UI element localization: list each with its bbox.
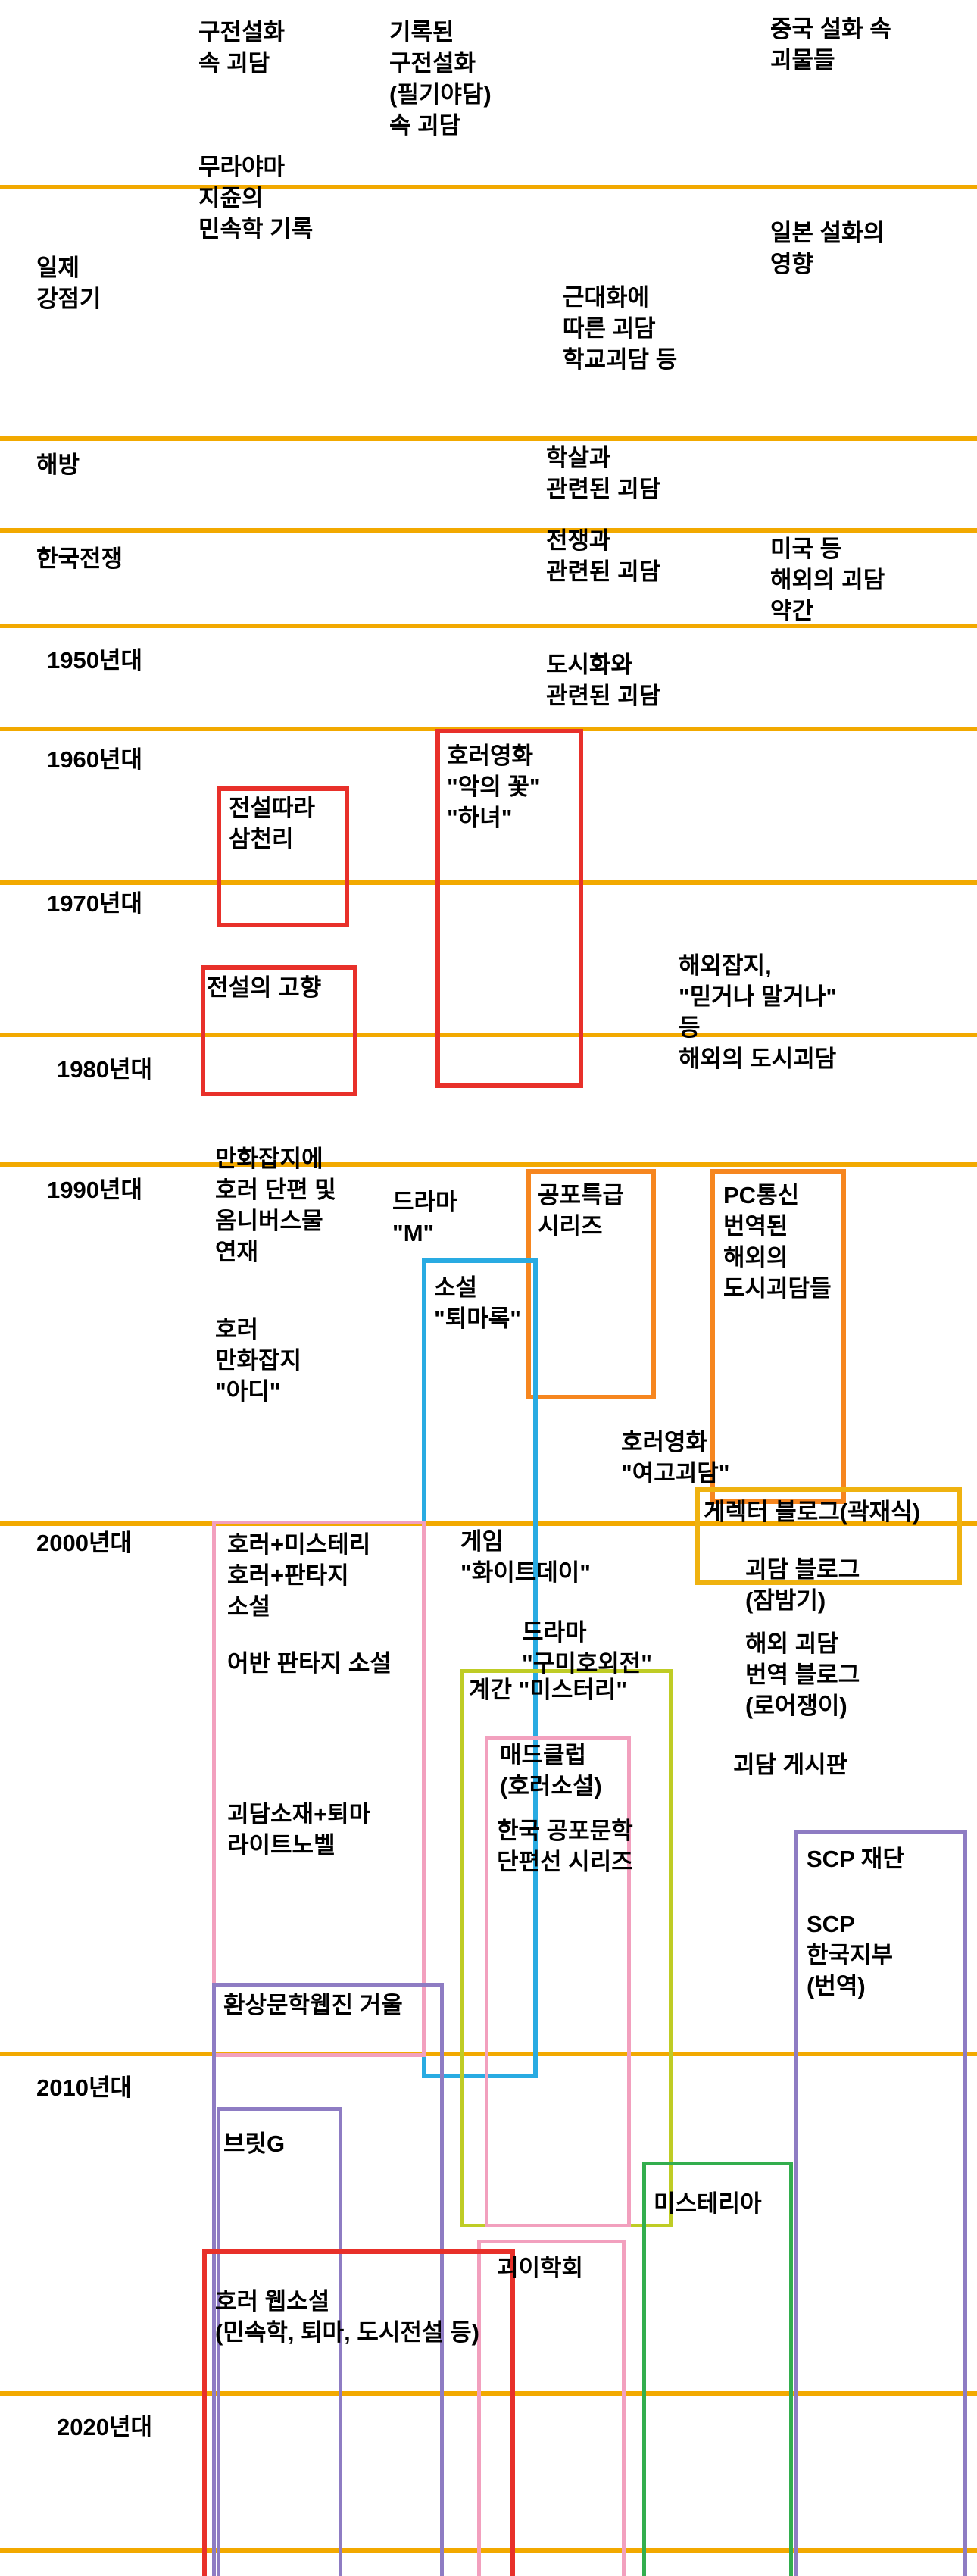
timeline-label-chinese-monsters: 중국 설화 속 괴물들 (770, 16, 891, 73)
timeline-label-horror-mystery-novels: 호러+미스테리 호러+판타지 소설 (227, 1531, 371, 1620)
era-label-1960s: 1960년대 (47, 746, 143, 773)
horror-mystery-novels-box (212, 1521, 426, 2057)
era-divider-line (0, 2052, 977, 2056)
timeline-label-kr-horror-anthology: 한국 공포문학 단편선 시리즈 (497, 1818, 633, 1875)
timeline-label-geoul-webzine: 환상문학웹진 거울 (223, 1992, 403, 2018)
timeline-label-urban-fantasy: 어반 판타지 소설 (227, 1650, 392, 1677)
timeline-label-goedam-blog: 괴담 블로그 (잠밤기) (745, 1556, 860, 1614)
era-divider-line (0, 185, 977, 189)
timeline-label-horror-comic-adi: 호러 만화잡지 "아디" (215, 1316, 302, 1405)
era-label-liberation: 해방 (36, 452, 80, 478)
era-label-1950s: 1950년대 (47, 647, 143, 674)
timeline-label-japanese-influence: 일본 설화의 영향 (770, 220, 885, 277)
era-divider-line (0, 436, 977, 441)
horror-webnovel-box (202, 2249, 515, 2576)
mad-club-box (485, 1736, 631, 2227)
era-label-korean-war: 한국전쟁 (36, 546, 123, 572)
timeline-label-massacre: 학살과 관련된 괴담 (546, 445, 661, 502)
era-label-2010s: 2010년대 (36, 2074, 133, 2101)
timeline-label-horror-movies-60s: 호러영화 "악의 꽃" "하녀" (447, 742, 541, 831)
scp-box (794, 1830, 967, 2576)
timeline-label-modernization: 근대화에 따른 괴담 학교괴담 등 (563, 284, 678, 373)
era-divider-line (0, 1162, 977, 1167)
timeline-label-us-foreign: 미국 등 해외의 괴담 약간 (770, 536, 885, 624)
timeline-label-goeihakhoe: 괴이학회 (497, 2255, 584, 2281)
timeline-label-murayama: 무라야마 지쥰의 민속학 기록 (198, 154, 314, 242)
geoul-webzine-box (212, 1983, 444, 2576)
horror-movies-60s-box (435, 729, 583, 1088)
timeline-label-gongpo-teukgeup: 공포특급 시리즈 (538, 1182, 625, 1240)
goeihakhoe-box (477, 2240, 626, 2576)
timeline-label-toemarok: 소설 "퇴마록" (434, 1274, 521, 1332)
timeline-label-foreign-magazines: 해외잡지, "믿거나 말거나" 등 해외의 도시괴담 (679, 952, 838, 1072)
timeline-label-comic-magazines: 만화잡지에 호러 단편 및 옴니버스물 연재 (215, 1146, 336, 1265)
era-divider-line (0, 2548, 977, 2553)
era-label-2000s: 2000년대 (36, 1530, 133, 1556)
timeline-label-gerecter-blog: 게렉터 블로그(곽재식) (704, 1499, 920, 1525)
timeline-label-recorded-oral-tales: 기록된 구전설화 (필기야담) 속 괴담 (389, 19, 492, 139)
timeline-label-mad-club: 매드클럽 (호러소설) (500, 1742, 602, 1799)
gerecter-blog-box (695, 1487, 962, 1585)
pc-tongsin-box (710, 1169, 846, 1504)
timeline-label-quarterly-mystery: 계간 "미스터리" (469, 1677, 628, 1703)
timeline-label-lore-blog: 해외 괴담 번역 블로그 (로어쟁이) (745, 1630, 860, 1719)
era-divider-line (0, 528, 977, 533)
era-label-2020s: 2020년대 (57, 2414, 153, 2440)
era-divider-line (0, 2391, 977, 2396)
timeline-label-jeonseolttara: 전설따라 삼천리 (229, 795, 316, 852)
timeline-label-goedam-board: 괴담 게시판 (733, 1752, 848, 1778)
timeline-label-britg: 브릿G (223, 2131, 286, 2157)
timeline-label-gumiho: 드라마 "구미호외전" (522, 1619, 652, 1677)
timeline-label-war-tales: 전쟁과 관련된 괴담 (546, 527, 661, 585)
gongpo-teukgeup-box (526, 1169, 656, 1399)
timeline-label-white-day: 게임 "화이트데이" (460, 1528, 591, 1586)
timeline-label-scp-foundation: SCP 재단 (807, 1846, 904, 1872)
era-label-1980s: 1980년대 (57, 1056, 153, 1083)
timeline-label-oral-tales: 구전설화 속 괴담 (198, 19, 286, 77)
era-label-1970s: 1970년대 (47, 890, 143, 917)
era-divider-line (0, 880, 977, 885)
jeonseolttara-box (217, 786, 349, 927)
mysteria-box (642, 2162, 793, 2576)
timeline-label-horror-webnovel: 호러 웹소설 (민속학, 퇴마, 도시전설 등) (215, 2288, 479, 2346)
era-label-japanese-occupation: 일제 강점기 (36, 255, 101, 312)
era-divider-line (0, 1521, 977, 1526)
timeline-label-yeogo-goedam: 호러영화 "여고괴담" (621, 1429, 730, 1487)
era-label-1990s: 1990년대 (47, 1177, 143, 1203)
jeonseol-gohyang-box (201, 965, 357, 1096)
timeline-label-mysteria: 미스테리아 (654, 2190, 762, 2217)
era-divider-line (0, 1033, 977, 1037)
timeline-label-pc-tongsin: PC통신 번역된 해외의 도시괴담들 (723, 1182, 832, 1302)
britg-box (217, 2107, 342, 2576)
timeline-label-light-novel: 괴담소재+퇴마 라이트노벨 (227, 1801, 371, 1859)
timeline-label-drama-m: 드라마 "M" (392, 1189, 457, 1246)
timeline-label-scp-kr: SCP 한국지부 (번역) (807, 1911, 894, 1999)
era-divider-line (0, 624, 977, 628)
timeline-label-urbanization: 도시화와 관련된 괴담 (546, 652, 661, 709)
timeline-label-jeonseol-gohyang: 전설의 고향 (207, 974, 322, 1001)
